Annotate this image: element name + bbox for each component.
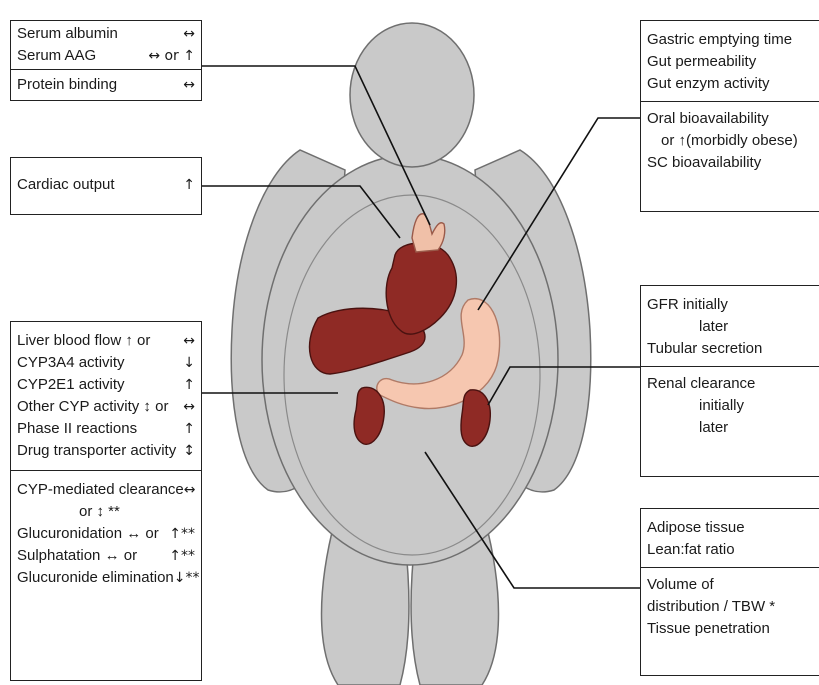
liver-row: Glucuronide elimination↓**	[17, 567, 195, 589]
distribution-section-2: Volume of↕ distribution / TBW * Tissue p…	[641, 567, 819, 646]
binding-section-2: Protein binding ↔	[11, 69, 201, 100]
renal-section-2: Renal clearance initially↑ later↓	[641, 366, 819, 445]
gut-row: Gut permeability↑	[647, 51, 819, 73]
protein-binding-panel: Serum albumin ↔ Serum AAG ↔ or ↑ Protein…	[10, 20, 202, 101]
liver-row: CYP3A4 activity↓	[17, 352, 195, 374]
liver-row: Glucuronidation ↔ or↑**	[17, 523, 195, 545]
liver-section-1: Liver blood flow ↑ or↔ CYP3A4 activity↓ …	[11, 322, 201, 470]
liver-row: CYP2E1 activity↑	[17, 374, 195, 396]
renal-row: later↓	[647, 417, 819, 439]
distribution-row: Tissue penetration↓	[647, 618, 819, 640]
torso	[262, 155, 558, 565]
renal-row: initially↑	[647, 395, 819, 417]
liver-row: or ↕ **	[17, 501, 195, 523]
cardiac-section: Cardiac output ↑	[11, 158, 201, 196]
distribution-row: Lean:fat ratio↓	[647, 539, 819, 561]
distribution-row: Volume of↕	[647, 574, 819, 596]
gut-row: or ↑(morbidly obese)	[647, 130, 819, 152]
binding-row: Serum albumin ↔	[17, 23, 195, 45]
liver-row: Other CYP activity ↕ or↔	[17, 396, 195, 418]
distribution-row: distribution / TBW *	[647, 596, 819, 618]
distribution-section-1: Adipose tissue↑ Lean:fat ratio↓	[641, 509, 819, 567]
liver-row: CYP-mediated clearance↔	[17, 479, 195, 501]
gut-row: Gut enzym activity↕	[647, 73, 819, 95]
liver-metabolism-panel: Liver blood flow ↑ or↔ CYP3A4 activity↓ …	[10, 321, 202, 681]
distribution-row: Adipose tissue↑	[647, 517, 819, 539]
renal-row: Tubular secretion↑	[647, 338, 819, 360]
cardiac-row: Cardiac output ↑	[17, 174, 195, 196]
renal-panel: GFR initially↑ later↓ Tubular secretion↑…	[640, 285, 819, 477]
renal-row: later↓	[647, 316, 819, 338]
body-silhouette	[231, 23, 591, 685]
renal-row: Renal clearance	[647, 373, 819, 395]
liver-section-2: CYP-mediated clearance↔ or ↕ ** Glucuron…	[11, 470, 201, 595]
binding-row: Protein binding ↔	[17, 74, 195, 96]
liver-row: Phase II reactions↑	[17, 418, 195, 440]
gut-row: Gastric emptying time↑	[647, 29, 819, 51]
renal-row: GFR initially↑	[647, 294, 819, 316]
binding-section-1: Serum albumin ↔ Serum AAG ↔ or ↑	[11, 21, 201, 69]
liver-row: Drug transporter activity↕	[17, 440, 195, 462]
binding-row: Serum AAG ↔ or ↑	[17, 45, 195, 67]
cardiac-output-panel: Cardiac output ↑	[10, 157, 202, 215]
gut-row: SC bioavailability←	[647, 152, 819, 174]
gut-absorption-panel: Gastric emptying time↑ Gut permeability↑…	[640, 20, 819, 212]
gut-row: Oral bioavailability←	[647, 108, 819, 130]
gut-section-2: Oral bioavailability← or ↑(morbidly obes…	[641, 101, 819, 180]
gut-section-1: Gastric emptying time↑ Gut permeability↑…	[641, 21, 819, 101]
distribution-panel: Adipose tissue↑ Lean:fat ratio↓ Volume o…	[640, 508, 819, 676]
liver-row: Sulphatation ↔ or↑**	[17, 545, 195, 567]
renal-section-1: GFR initially↑ later↓ Tubular secretion↑	[641, 286, 819, 366]
liver-row: Liver blood flow ↑ or↔	[17, 330, 195, 352]
